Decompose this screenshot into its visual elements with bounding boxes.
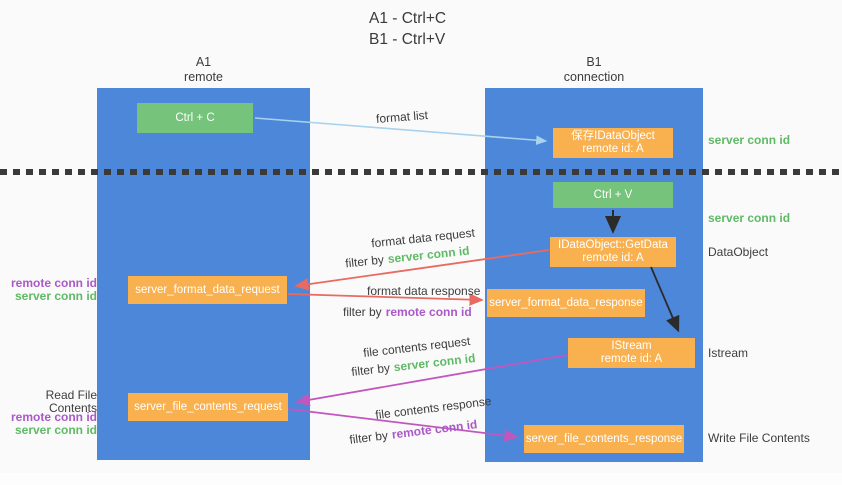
filter-by-prefix: filter by bbox=[344, 252, 385, 271]
label-format-list: format list bbox=[375, 107, 429, 127]
annotation-write-file-contents: Write File Contents bbox=[708, 431, 810, 445]
node-file-request-label: server_file_contents_request bbox=[134, 400, 282, 413]
node-istream: IStream remote id: A bbox=[568, 338, 695, 368]
phase-separator-dashed-line bbox=[0, 169, 842, 175]
node-format-response-label: server_format_data_response bbox=[489, 296, 643, 309]
annotation-remote-conn-id-1: remote conn id bbox=[10, 276, 97, 290]
node-save-dataobject-line2: remote id: A bbox=[582, 143, 644, 155]
node-save-dataobject-line1: 保存IDataObject bbox=[571, 130, 655, 142]
annotation-server-conn-id-mid: server conn id bbox=[708, 211, 791, 225]
node-ctrl-v-label: Ctrl + V bbox=[593, 188, 633, 201]
node-ctrl-v: Ctrl + V bbox=[553, 182, 673, 208]
lifeline-a1-role: remote bbox=[184, 70, 223, 84]
node-istream-line2: remote id: A bbox=[600, 353, 663, 365]
annotation-conn-ids-file: remote conn id server conn id bbox=[0, 411, 97, 437]
node-server-file-contents-request: server_file_contents_request bbox=[128, 393, 288, 421]
node-getdata-line1: IDataObject::GetData bbox=[558, 239, 668, 251]
node-format-request-label: server_format_data_request bbox=[135, 283, 280, 296]
node-ctrl-c-label: Ctrl + C bbox=[175, 111, 215, 124]
remote-conn-id-text: remote conn id bbox=[385, 305, 472, 319]
lifeline-header-a1: A1 remote bbox=[97, 55, 310, 85]
annotation-server-conn-id-1: server conn id bbox=[14, 289, 97, 303]
node-server-file-contents-response: server_file_contents_response bbox=[524, 425, 684, 453]
annotation-dataobject: DataObject bbox=[708, 245, 769, 259]
node-save-dataobject: 保存IDataObject remote id: A bbox=[553, 128, 673, 158]
filter-by-prefix: filter by bbox=[350, 360, 391, 380]
annotation-read-file-contents: Read File Contents bbox=[45, 388, 97, 415]
node-getdata-line2: remote id: A bbox=[582, 252, 644, 264]
lifeline-b1-role: connection bbox=[563, 70, 625, 84]
annotation-server-conn-id-top: server conn id bbox=[708, 133, 791, 147]
label-format-data-response: format data response bbox=[367, 284, 481, 298]
node-server-format-data-response: server_format_data_response bbox=[487, 289, 645, 317]
annotation-remote-conn-id-2: remote conn id bbox=[10, 410, 97, 424]
filter-by-prefix: filter by bbox=[348, 428, 389, 447]
title-line-2: B1 - Ctrl+V bbox=[369, 31, 446, 48]
filter-by-prefix: filter by bbox=[343, 305, 382, 319]
title-line-1: A1 - Ctrl+C bbox=[369, 10, 447, 27]
annotation-istream: Istream bbox=[708, 346, 749, 360]
node-istream-line1: IStream bbox=[611, 340, 652, 352]
lifeline-header-b1: B1 connection bbox=[485, 55, 703, 85]
lifeline-b1-name: B1 bbox=[586, 55, 602, 69]
node-idataobject-getdata: IDataObject::GetData remote id: A bbox=[550, 237, 676, 267]
node-file-response-label: server_file_contents_response bbox=[525, 432, 683, 445]
node-server-format-data-request: server_format_data_request bbox=[128, 276, 287, 304]
annotation-server-conn-id-2: server conn id bbox=[14, 423, 97, 437]
annotation-conn-ids-format: remote conn id server conn id bbox=[0, 277, 97, 303]
node-ctrl-c: Ctrl + C bbox=[137, 103, 253, 133]
diagram-title: A1 - Ctrl+C B1 - Ctrl+V bbox=[369, 8, 446, 50]
remote-conn-id-text: remote conn id bbox=[390, 417, 479, 442]
lifeline-a1-name: A1 bbox=[195, 55, 212, 69]
window-bottom-strip bbox=[0, 473, 842, 485]
